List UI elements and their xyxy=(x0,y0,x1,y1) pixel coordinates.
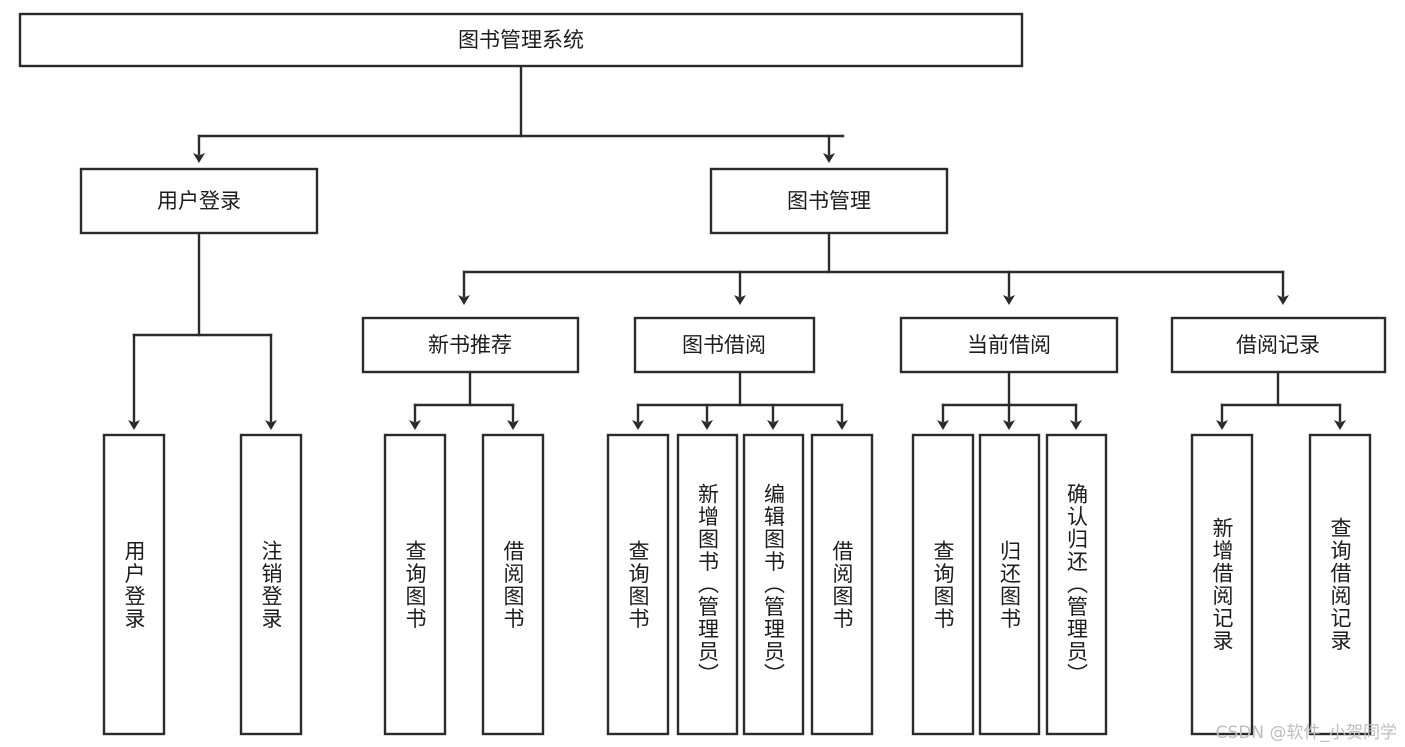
leaf-box-book-borrow-0[interactable] xyxy=(606,433,670,736)
node-user-login[interactable]: 用户登录 xyxy=(79,167,319,235)
connector-root-to-level2 xyxy=(193,65,845,163)
node-user-login-label: 用户登录 xyxy=(157,189,241,213)
node-current-borrow[interactable]: 当前借阅 xyxy=(899,316,1119,374)
leaf-box-current-borrow-2[interactable] xyxy=(1045,433,1108,736)
leaf-box-current-borrow-0[interactable] xyxy=(911,433,975,736)
leaf-box-book-borrow-1[interactable] xyxy=(676,433,739,736)
node-book-borrow-label: 图书借阅 xyxy=(682,333,766,357)
node-borrow-record[interactable]: 借阅记录 xyxy=(1170,316,1387,374)
leaf-box-borrow-record-0[interactable] xyxy=(1190,433,1254,736)
leaf-box-user-login-1[interactable] xyxy=(239,433,303,736)
node-book-management[interactable]: 图书管理 xyxy=(709,167,949,235)
connector-userlogin-to-leaves xyxy=(128,232,277,430)
leaf-box-borrow-record-1[interactable] xyxy=(1308,433,1372,736)
node-root-label: 图书管理系统 xyxy=(458,28,584,52)
node-borrow-record-label: 借阅记录 xyxy=(1236,333,1320,357)
leaf-box-book-borrow-3[interactable] xyxy=(810,433,874,736)
connector-borrowrecord-to-leaves xyxy=(1216,370,1346,430)
connector-currentborrow-to-leaves xyxy=(937,370,1082,430)
node-new-book-recommend[interactable]: 新书推荐 xyxy=(361,316,580,374)
leaf-box-current-borrow-1[interactable] xyxy=(978,433,1041,736)
leaf-box-book-borrow-2[interactable] xyxy=(742,433,805,736)
connector-bookborrow-to-leaves xyxy=(632,370,848,430)
node-book-borrow[interactable]: 图书借阅 xyxy=(633,316,816,374)
leaf-box-user-login-0[interactable] xyxy=(102,433,166,736)
connector-bookmgmt-to-level3 xyxy=(458,232,1289,305)
watermark: CSDN @软件_小贺同学 xyxy=(1215,723,1397,743)
leaf-box-new-book-0[interactable] xyxy=(383,433,447,736)
node-current-borrow-label: 当前借阅 xyxy=(967,333,1051,357)
leaf-box-new-book-1[interactable] xyxy=(481,433,545,736)
node-new-book-recommend-label: 新书推荐 xyxy=(428,333,512,357)
node-book-management-label: 图书管理 xyxy=(787,189,871,213)
node-root[interactable]: 图书管理系统 xyxy=(18,12,1024,68)
connector-newbook-to-leaves xyxy=(409,370,519,430)
